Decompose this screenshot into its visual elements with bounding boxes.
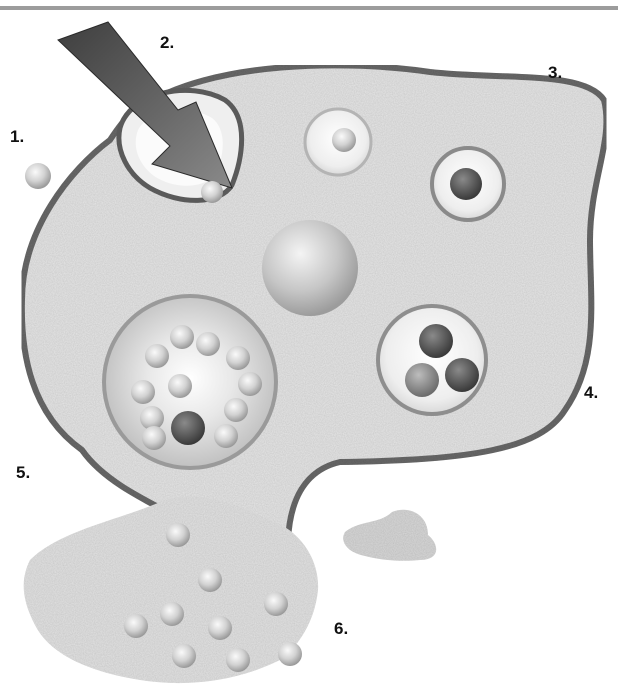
step-label-2: 2. bbox=[160, 34, 174, 51]
lysosome bbox=[262, 220, 358, 316]
vacuole-particle bbox=[238, 372, 262, 396]
vacuole-particle bbox=[214, 424, 238, 448]
vacuole-particle bbox=[168, 374, 192, 398]
released-particle bbox=[208, 616, 232, 640]
vacuole-particle bbox=[145, 344, 169, 368]
step-label-4: 4. bbox=[584, 384, 598, 401]
phagosome-dark-particle bbox=[450, 168, 482, 200]
vacuole-particle bbox=[226, 346, 250, 370]
released-particle bbox=[166, 523, 190, 547]
exocytosis-blob bbox=[24, 497, 318, 683]
released-particle bbox=[172, 644, 196, 668]
released-particle bbox=[226, 648, 250, 672]
phagolysosome-particle-3 bbox=[445, 358, 479, 392]
extracellular-particle bbox=[25, 163, 51, 189]
step-label-3: 3. bbox=[548, 64, 562, 81]
step-label-1: 1. bbox=[10, 128, 24, 145]
vacuole-particle bbox=[170, 325, 194, 349]
phagolysosome-particle-2 bbox=[405, 363, 439, 397]
vacuole-particle bbox=[224, 398, 248, 422]
vacuole-particle bbox=[131, 380, 155, 404]
top-divider-line bbox=[0, 6, 618, 10]
fragment-blob bbox=[343, 510, 436, 561]
released-particle bbox=[264, 592, 288, 616]
released-particle bbox=[124, 614, 148, 638]
released-particle bbox=[198, 568, 222, 592]
entering-particle bbox=[201, 181, 223, 203]
vacuole-particle bbox=[142, 426, 166, 450]
phagolysosome-particle-1 bbox=[419, 324, 453, 358]
step-label-5: 5. bbox=[16, 464, 30, 481]
vacuole-particle bbox=[196, 332, 220, 356]
vacuole-dark-particle bbox=[171, 411, 205, 445]
endosome-small-particle bbox=[332, 128, 356, 152]
step-label-6: 6. bbox=[334, 620, 348, 637]
released-particle bbox=[160, 602, 184, 626]
released-particle bbox=[278, 642, 302, 666]
